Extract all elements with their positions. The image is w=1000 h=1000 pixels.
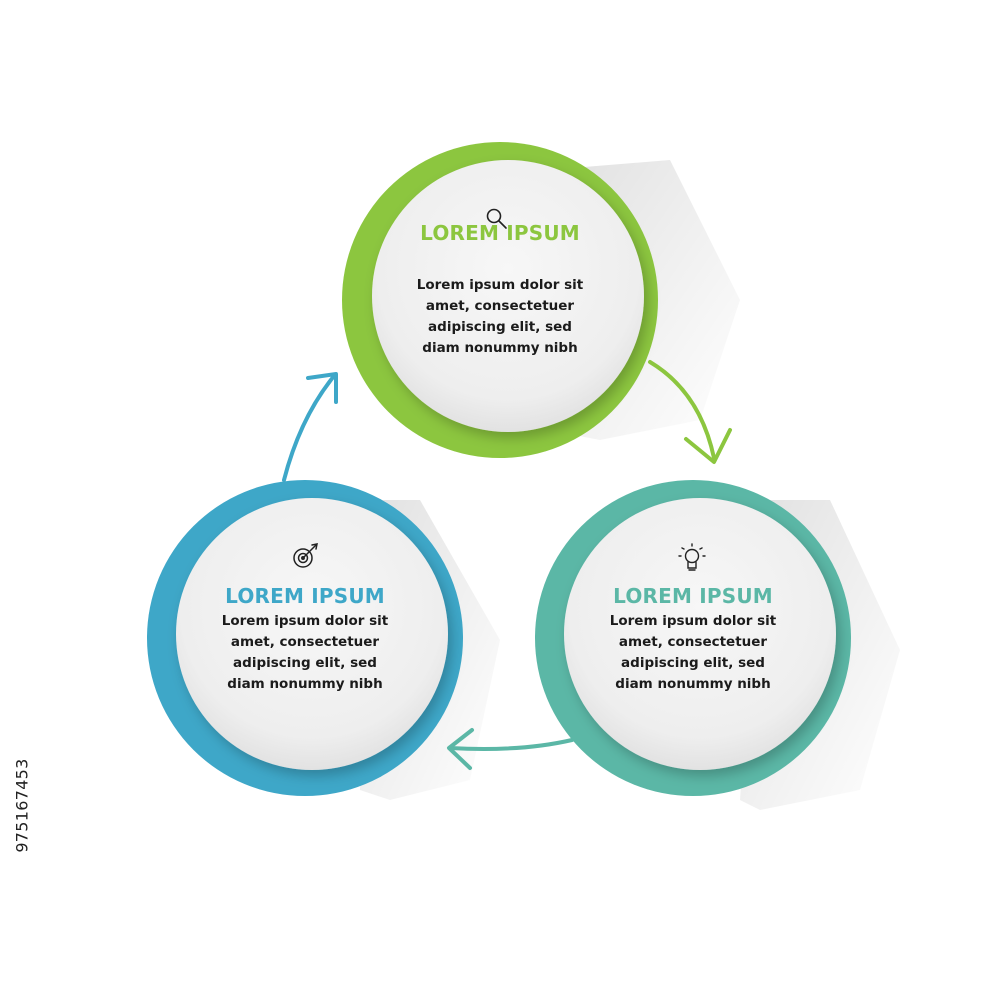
node-top-circle: [342, 142, 658, 458]
stock-id-label: 975167453: [12, 758, 32, 853]
magnifier-icon: [486, 208, 507, 229]
node-left-title: LOREM IPSUM: [225, 584, 385, 608]
lightbulb-icon: [678, 543, 706, 571]
node-right-circle: [535, 480, 851, 796]
node-right-title: LOREM IPSUM: [613, 584, 773, 608]
arrow-left-to-top: [282, 372, 338, 482]
arrow-right-to-left: [447, 728, 574, 770]
arrow-top-to-right: [648, 360, 732, 464]
node-top-body: Lorem ipsum dolor sit amet, consectetuer…: [416, 277, 584, 356]
node-left-circle: [147, 480, 463, 796]
node-left-body: Lorem ipsum dolor sit amet, consectetuer…: [221, 613, 389, 692]
node-right-body: Lorem ipsum dolor sit amet, consectetuer…: [609, 613, 777, 692]
target-icon: [293, 543, 318, 568]
node-top-title: LOREM IPSUM: [420, 221, 580, 245]
